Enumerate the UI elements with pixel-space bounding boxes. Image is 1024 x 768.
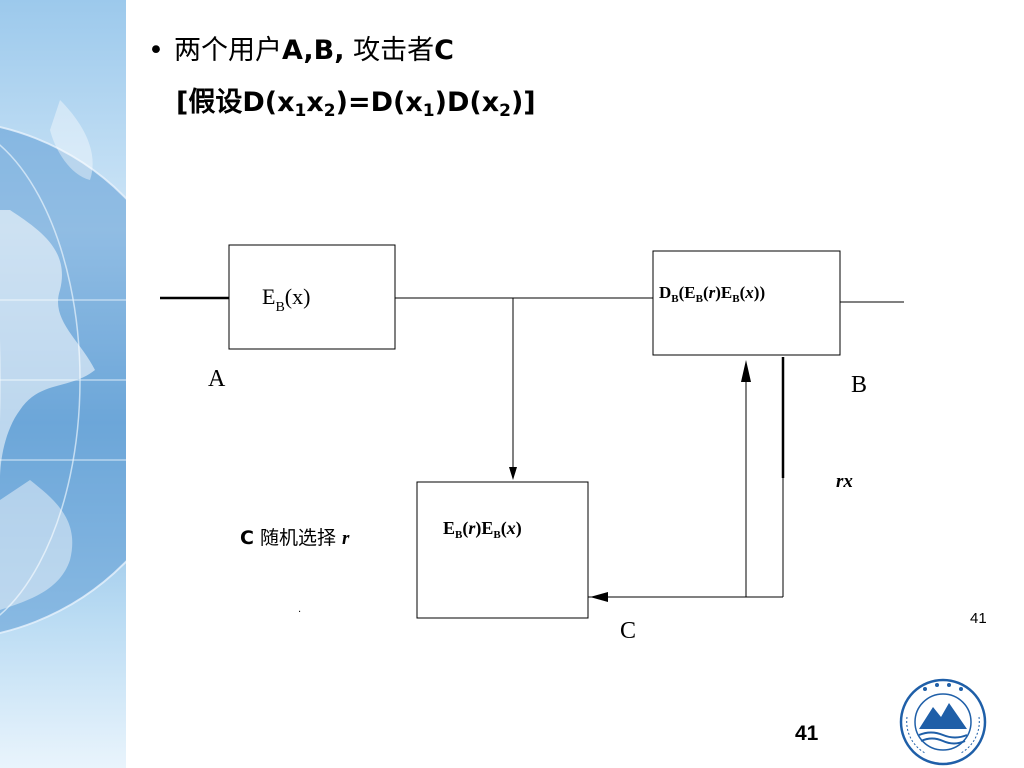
assumption-sub3: 1 [422, 101, 435, 121]
bullet-text-ab: A,B, [282, 35, 345, 66]
assumption-sub1: 1 [294, 101, 307, 121]
assumption-sub4: 2 [499, 101, 511, 121]
label-rx: rx [836, 471, 853, 492]
assumption-close: )] [510, 87, 536, 118]
assumption-mid2: )=D(x [335, 87, 423, 118]
bullet-symbol: • [148, 35, 164, 66]
globe-graphic [0, 100, 126, 634]
bullet-text-2: 攻击者 [344, 35, 435, 66]
arrow-into-box-b [741, 360, 751, 382]
box-encrypt-a [228, 244, 396, 350]
bullet-line-users: • 两个用户A,B, 攻击者C [148, 28, 454, 67]
box-b-label: DB(EB(r)EB(x)) [659, 283, 765, 305]
box-attacker-c [416, 481, 589, 619]
label-a: A [208, 366, 226, 392]
box-a-label: EB(x) [262, 284, 310, 315]
box-c-label: EB(r)EB(x) [443, 518, 522, 541]
university-seal-logo [899, 678, 987, 766]
bullet-text-1: 两个用户 [174, 35, 282, 66]
label-c: C [620, 618, 636, 644]
assumption-mid3: )D(x [434, 87, 500, 118]
c-random-choice-label: C 随机选择 r [240, 527, 350, 549]
assumption-sub2: 2 [323, 101, 336, 121]
stray-dot: . [298, 604, 301, 615]
arrow-into-box-c [509, 467, 517, 480]
page-number-large: 41 [795, 722, 819, 745]
box-decrypt-b [652, 250, 841, 356]
assumption-mid1: x [306, 87, 324, 118]
assumption-line: [假设D(x1x2)=D(x1)D(x2)] [176, 80, 536, 121]
bullet-text-c: C [434, 35, 454, 66]
page-number-small: 41 [970, 610, 987, 627]
decorative-globe-strip [0, 0, 126, 768]
label-b: B [851, 372, 867, 398]
assumption-open: [假设D(x [176, 87, 295, 118]
arrow-into-box-c-rx [590, 592, 608, 602]
